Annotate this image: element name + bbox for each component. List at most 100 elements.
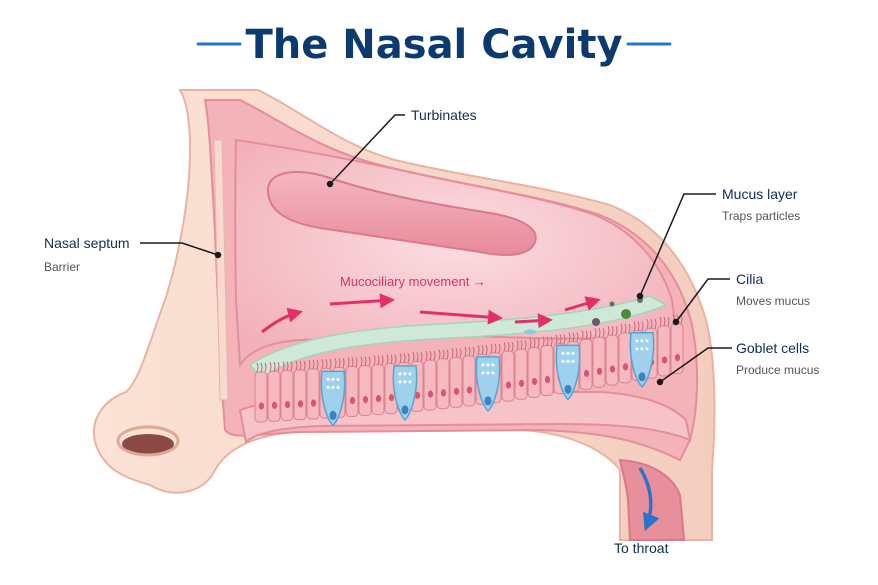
goblet-granule: [331, 377, 335, 382]
labels: Turbinates Nasal septum Barrier Mucus la…: [44, 107, 819, 556]
epithelial-cell: [462, 355, 476, 407]
goblet-granule: [645, 339, 649, 343]
cilium: [412, 352, 415, 362]
mucus-layer-leader: [639, 193, 716, 297]
epithelial-cell: [605, 334, 619, 386]
cilium: [494, 343, 497, 353]
goblet-cells-leader: [659, 347, 732, 383]
cilium: [542, 336, 545, 346]
cilium: [394, 354, 397, 364]
cilium: [485, 345, 488, 355]
cilium: [312, 359, 315, 370]
flow-arrow: [514, 313, 553, 329]
epithelial-cell: [267, 370, 281, 422]
cell-nucleus: [440, 389, 447, 397]
cilium: [282, 361, 285, 371]
goblet-cell: [475, 356, 501, 412]
cilium: [550, 336, 553, 346]
cilium: [425, 350, 428, 361]
goblet-cells-group: [320, 332, 655, 427]
leader-lines: [140, 114, 732, 386]
cilium: [459, 348, 462, 358]
cilium: [407, 353, 410, 363]
goblet-cell: [629, 332, 655, 388]
epithelial-cell: [436, 358, 450, 410]
cilium: [273, 362, 276, 372]
cilium: [381, 355, 384, 365]
cilium: [650, 319, 653, 329]
epithelial-cell: [280, 370, 294, 422]
goblet-granule: [326, 377, 330, 382]
cilium: [524, 340, 527, 350]
cell-nucleus: [414, 391, 421, 399]
particle: [592, 318, 600, 326]
cilium: [334, 358, 337, 368]
cilium: [615, 325, 618, 336]
cell-nucleus: [453, 387, 460, 395]
cilium: [667, 316, 670, 327]
particle: [609, 301, 615, 307]
cilium: [451, 348, 454, 358]
cilia-leader-dot: [672, 318, 680, 326]
epithelial-cell: [449, 356, 463, 408]
throat-label: To throat: [614, 540, 669, 556]
goblet-granule: [481, 371, 485, 375]
cell-nucleus: [362, 396, 369, 404]
goblet-granule: [408, 380, 412, 384]
goblet-cell: [555, 344, 581, 401]
turbinates-leader: [329, 114, 405, 185]
cilium: [269, 362, 272, 372]
cell-nucleus: [375, 395, 382, 403]
cilium: [308, 359, 311, 370]
cilium: [442, 349, 445, 359]
cell-nucleus: [258, 402, 265, 410]
cilium: [299, 360, 302, 370]
mucociliary-arrows: [261, 293, 601, 334]
cell-nucleus: [531, 377, 538, 386]
cell-nucleus: [596, 367, 603, 375]
cell-nucleus: [505, 381, 512, 389]
goblet-granule: [640, 347, 644, 351]
cilium: [429, 350, 432, 361]
cilium: [325, 359, 328, 369]
cell-nucleus: [583, 369, 590, 378]
septum-strip: [213, 139, 229, 401]
flow-arrow: [329, 293, 395, 309]
goblet-granule: [331, 385, 335, 390]
goblet-cell: [320, 370, 346, 427]
cilium: [620, 323, 623, 334]
cilium: [602, 328, 605, 338]
cilium: [277, 362, 280, 372]
cilium: [576, 332, 579, 342]
goblet-granule: [481, 363, 485, 367]
cilium: [260, 362, 263, 373]
mucus-layer-label: Mucus layer: [722, 186, 798, 202]
cilium: [633, 321, 636, 331]
cilium: [468, 346, 471, 357]
cilium: [347, 357, 350, 367]
cilium: [589, 330, 592, 340]
cell-nucleus: [310, 399, 317, 407]
cilium: [516, 340, 519, 350]
cilium: [481, 345, 484, 355]
flow-arrow: [564, 296, 601, 312]
cilium: [568, 332, 571, 342]
goblet-granule: [336, 385, 340, 390]
particle: [524, 329, 536, 335]
goblet-granule: [640, 339, 644, 343]
cilium: [581, 330, 584, 340]
nasal-septum-label: Nasal septum: [44, 235, 130, 251]
goblet-granule: [336, 377, 340, 382]
cilium: [637, 321, 640, 331]
cilium: [303, 360, 306, 370]
cilium: [403, 353, 406, 363]
cell-nucleus: [518, 379, 525, 387]
cilium: [490, 343, 493, 353]
cilium: [607, 325, 610, 336]
cilium: [646, 319, 649, 329]
cilium: [624, 323, 627, 334]
nasal-septum-desc: Barrier: [44, 260, 80, 274]
goblet-granule: [571, 351, 575, 355]
epithelial-cell: [618, 332, 632, 384]
